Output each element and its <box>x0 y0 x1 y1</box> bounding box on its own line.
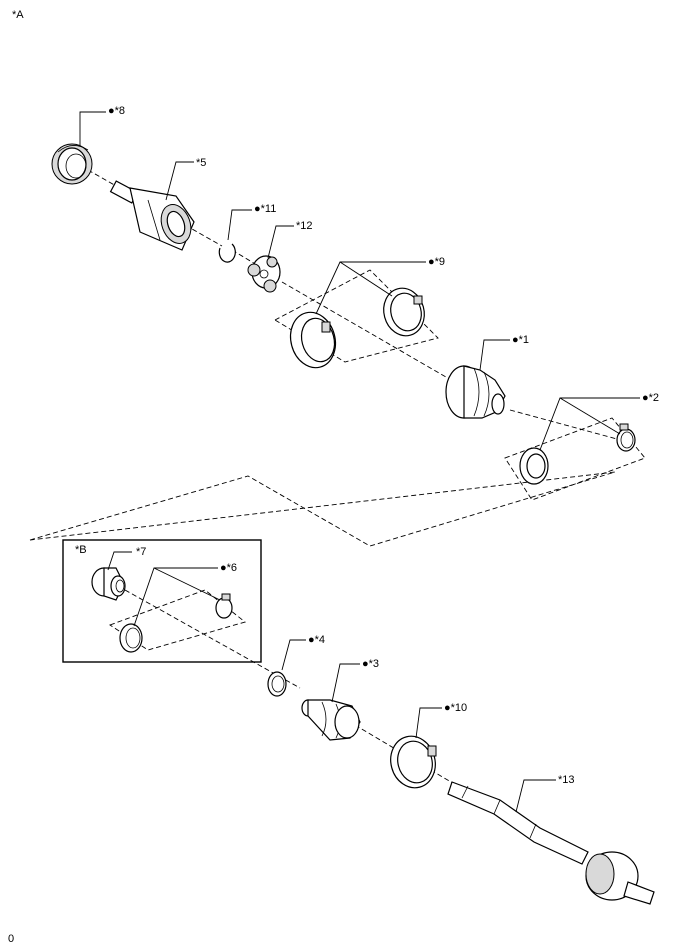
leader-lines <box>79 111 640 813</box>
part-7-damper <box>91 567 126 601</box>
callout-7: *7 <box>136 546 146 558</box>
callout-2: ●*2 <box>642 392 659 404</box>
callout-1: ●*1 <box>512 334 529 346</box>
part-1-inboard-boot <box>445 365 506 419</box>
part-8-cap <box>51 143 93 185</box>
part-4-clamp <box>267 671 287 697</box>
part-12-tripod <box>247 255 281 293</box>
view-label: *A <box>12 9 24 21</box>
part-6-clamp-small <box>215 593 233 619</box>
callout-13: *13 <box>558 774 575 786</box>
inset-label: *B <box>75 544 87 556</box>
footer-code: 0 <box>8 933 14 945</box>
part-2-clamp-small <box>616 423 636 452</box>
inset-box <box>62 539 262 663</box>
callout-9: ●*9 <box>428 256 445 268</box>
callout-8: ●*8 <box>108 105 125 117</box>
part-3-outboard-boot <box>301 699 361 741</box>
part-11-snap-ring <box>218 243 236 263</box>
callout-4: ●*4 <box>308 634 325 646</box>
part-9-clamp-small <box>383 287 425 337</box>
callout-11: ●*11 <box>254 203 276 215</box>
part-10-clamp <box>390 735 437 789</box>
callout-10: ●*10 <box>444 702 467 714</box>
part-5-inboard-joint <box>109 180 195 251</box>
part-2-clamp-large <box>519 447 549 485</box>
callout-6: ●*6 <box>220 562 237 574</box>
callouts: ●*8 *5 ●*11 *12 ●*9 ●*1 ●*2 *7 ●*6 ●*4 ●… <box>108 105 659 786</box>
callout-3: ●*3 <box>362 658 379 670</box>
part-6-clamp-large <box>119 623 143 653</box>
part-9-clamp-large <box>289 311 337 369</box>
callout-12: *12 <box>296 220 313 232</box>
callout-5: *5 <box>196 157 206 169</box>
part-13-outboard-shaft <box>447 781 655 905</box>
